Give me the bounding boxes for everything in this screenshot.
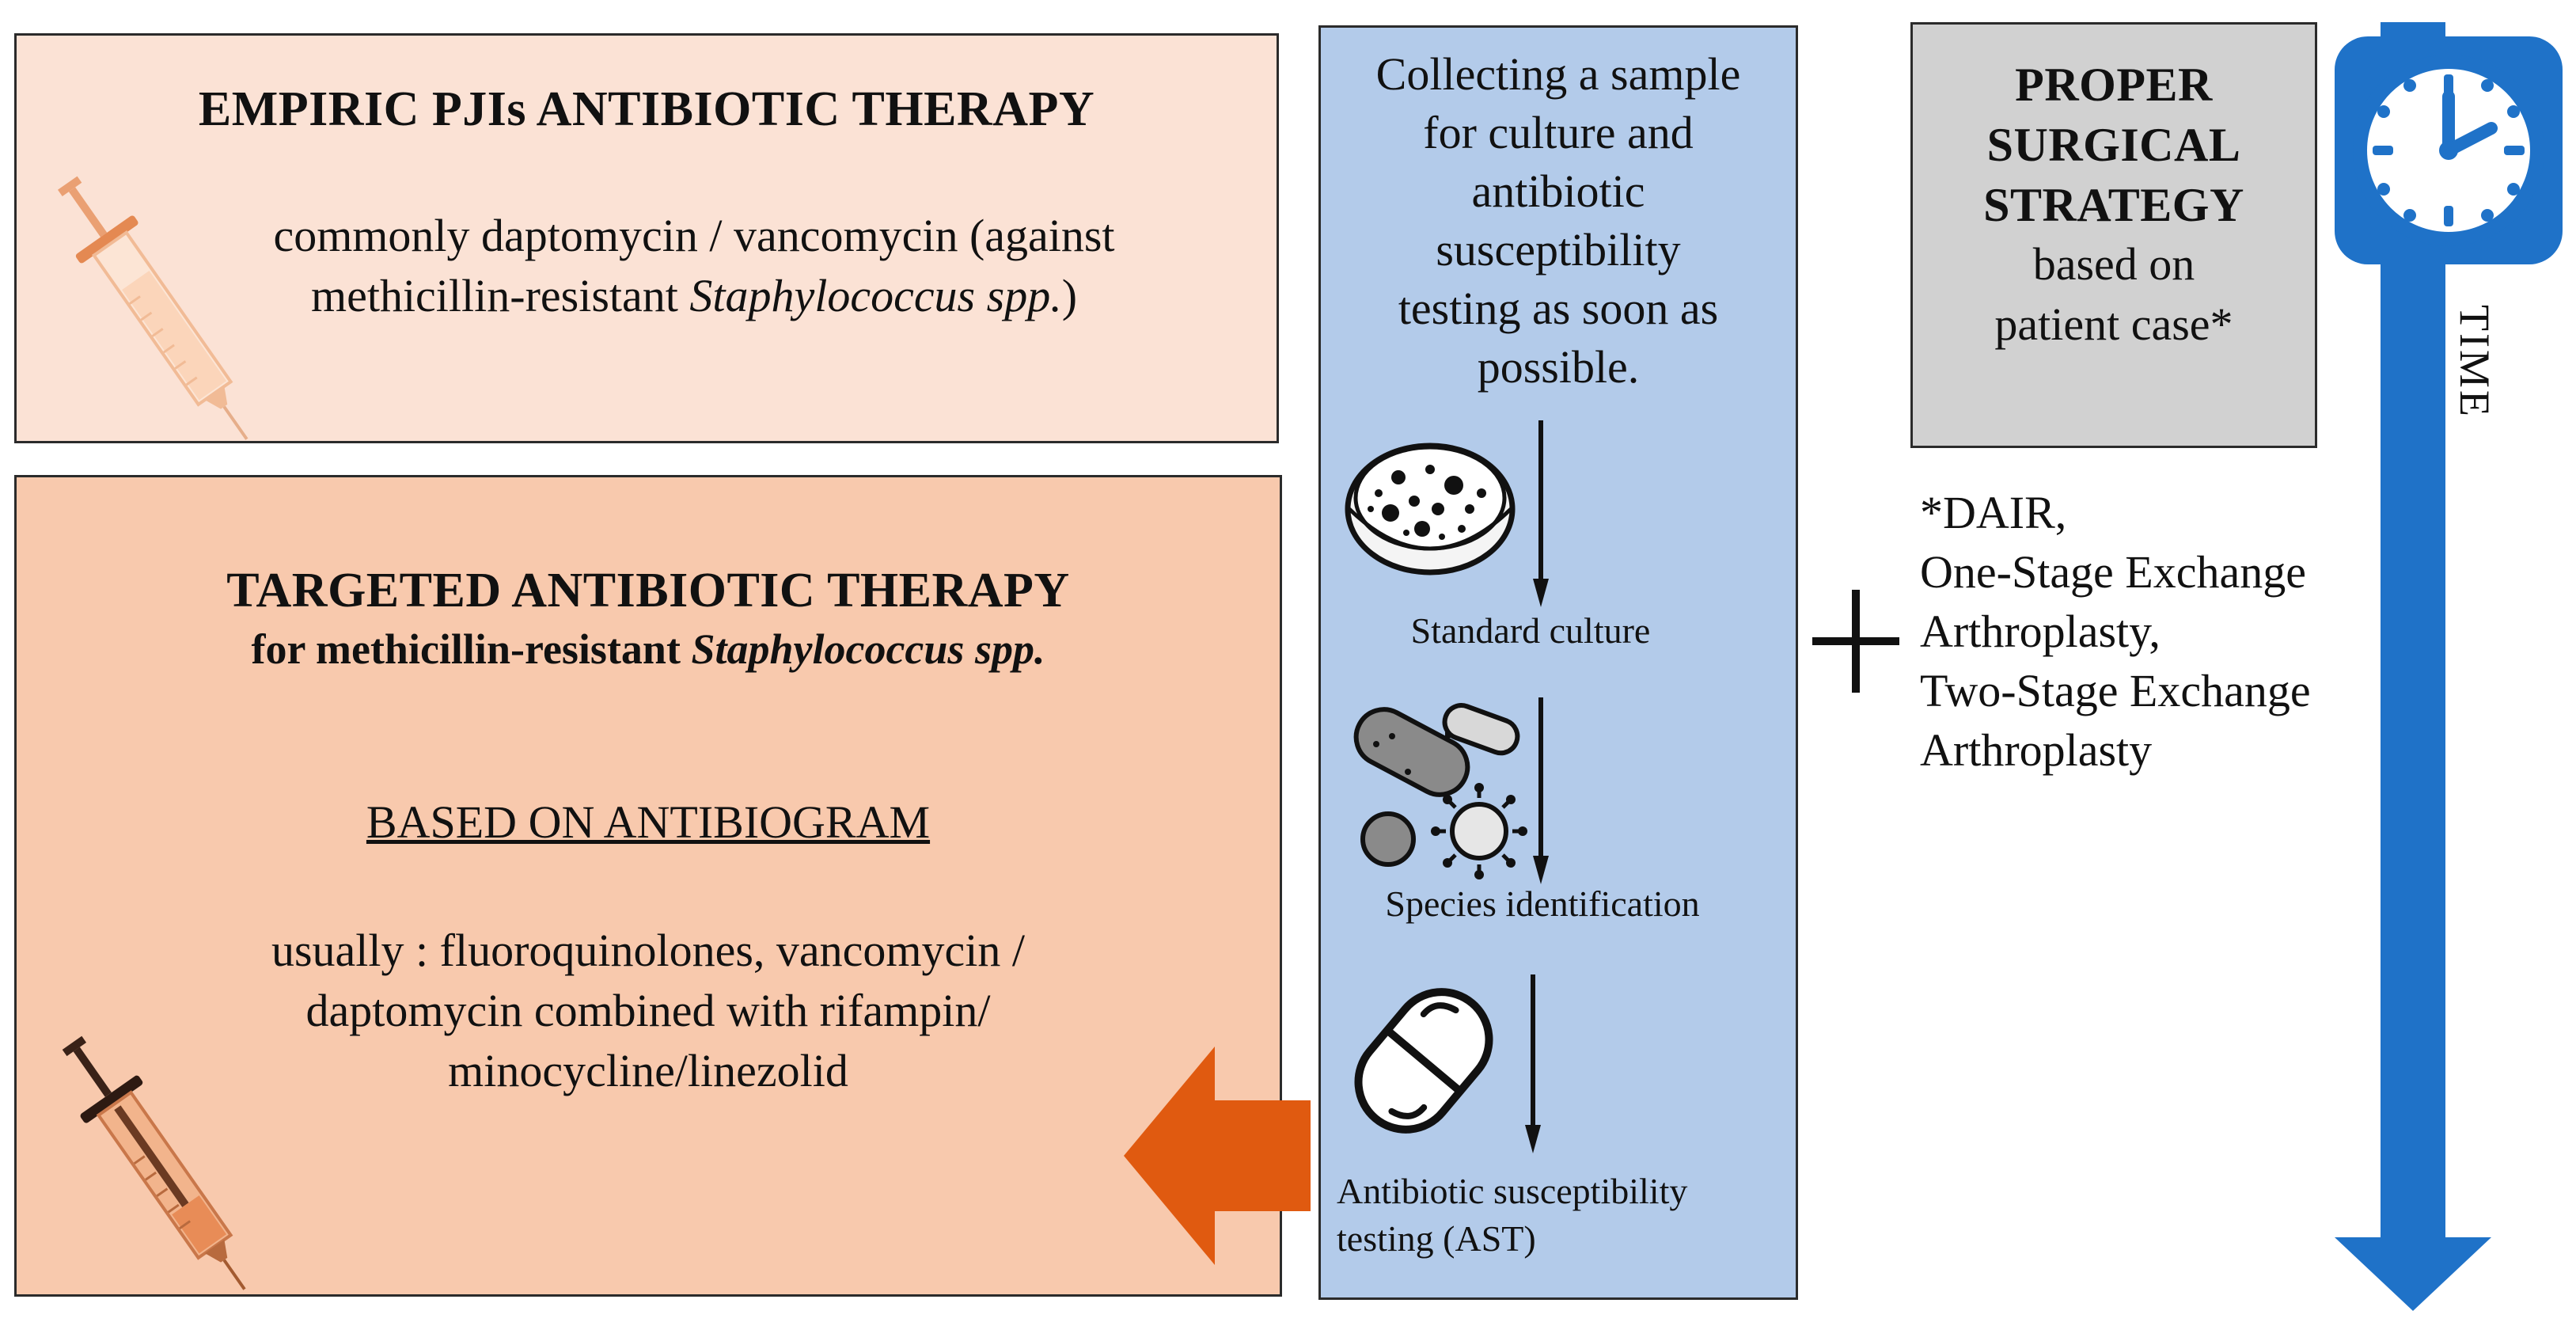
targeted-subtitle-prefix: for methicillin-resistant — [251, 625, 692, 673]
surgery-options-footnote: *DAIR, One-Stage Exchange Arthroplasty, … — [1920, 483, 2311, 780]
syringe-icon — [57, 176, 248, 440]
surgery-title-line-2: SURGICAL — [1986, 119, 2241, 171]
empiric-line-2-suffix: ) — [1061, 270, 1078, 321]
antibiogram-heading: BASED ON ANTIBIOGRAM — [366, 796, 931, 848]
step-standard-culture: Standard culture — [1410, 610, 1651, 651]
footnote-line-5: Arthroplasty — [1920, 724, 2153, 776]
targeted-regimen: usually : fluoroquinolones, vancomycin /… — [17, 921, 1280, 1101]
sampling-line-3: antibiotic — [1471, 165, 1645, 217]
step-ast-line-2: testing (AST) — [1337, 1218, 1536, 1259]
regimen-line-1: usually : fluoroquinolones, vancomycin / — [271, 925, 1025, 976]
clock-icon — [2335, 36, 2563, 264]
empiric-line-2-prefix: methicillin-resistant — [310, 270, 690, 321]
empiric-title: EMPIRIC PJIs ANTIBIOTIC THERAPY — [198, 82, 1095, 136]
lab-workflow-box: Collecting a sample for culture and anti… — [1318, 25, 1798, 1300]
regimen-line-2: daptomycin combined with rifampin/ — [305, 985, 991, 1036]
sampling-line-4: susceptibility — [1436, 224, 1681, 275]
footnote-line-1: *DAIR, — [1920, 487, 2067, 538]
targeted-title: TARGETED ANTIBIOTIC THERAPY — [226, 564, 1070, 617]
surgery-body-line-2: patient case* — [1994, 298, 2233, 350]
time-label: TIME — [2451, 305, 2498, 419]
capsule-icon — [1354, 988, 1493, 1134]
regimen-line-3: minocycline/linezolid — [448, 1045, 848, 1096]
down-arrow — [1525, 974, 1541, 1153]
left-arrow — [1124, 1047, 1311, 1265]
step-species-identification: Species identification — [1385, 883, 1700, 924]
targeted-organism: Staphylococcus spp. — [691, 625, 1045, 673]
targeted-subtitle: for methicillin-resistant Staphylococcus… — [17, 625, 1280, 674]
surgery-title-line-1: PROPER — [2015, 59, 2213, 111]
step-ast: Antibiotic susceptibility testing (AST) — [1337, 1168, 1780, 1263]
sampling-line-5: testing as soon as — [1398, 283, 1719, 334]
surgical-strategy-box: PROPER SURGICAL STRATEGY based on patien… — [1910, 22, 2317, 448]
surgery-title-line-3: STRATEGY — [1983, 179, 2244, 231]
empiric-line-2: methicillin-resistant Staphylococcus spp… — [112, 266, 1277, 326]
footnote-line-3: Arthroplasty, — [1920, 606, 2161, 657]
plus-icon — [1812, 590, 1899, 693]
surgical-strategy-basis: based on patient case* — [1913, 234, 2315, 355]
empiric-therapy-box: EMPIRIC PJIs ANTIBIOTIC THERAPY commonly… — [14, 33, 1279, 443]
footnote-line-2: One-Stage Exchange — [1920, 546, 2306, 598]
down-arrow — [1533, 697, 1549, 884]
empiric-description: commonly daptomycin / vancomycin (agains… — [112, 206, 1277, 326]
empiric-line-1: commonly daptomycin / vancomycin (agains… — [273, 210, 1115, 261]
empiric-organism: Staphylococcus spp. — [689, 270, 1062, 321]
step-ast-line-1: Antibiotic susceptibility — [1337, 1171, 1688, 1211]
sampling-line-2: for culture and — [1423, 107, 1694, 158]
petri-dish-icon — [1345, 443, 1516, 576]
down-arrow — [1533, 420, 1549, 607]
sampling-instruction: Collecting a sample for culture and anti… — [1321, 45, 1796, 397]
sampling-line-1: Collecting a sample — [1375, 48, 1741, 100]
surgery-body-line-1: based on — [2032, 238, 2195, 290]
bacteria-icon — [1353, 703, 1527, 879]
footnote-line-4: Two-Stage Exchange — [1920, 665, 2311, 716]
surgical-strategy-title: PROPER SURGICAL STRATEGY — [1913, 55, 2315, 235]
targeted-therapy-box: TARGETED ANTIBIOTIC THERAPY for methicil… — [14, 475, 1282, 1297]
sampling-line-6: possible. — [1477, 341, 1640, 393]
syringe-icon — [62, 1035, 246, 1290]
